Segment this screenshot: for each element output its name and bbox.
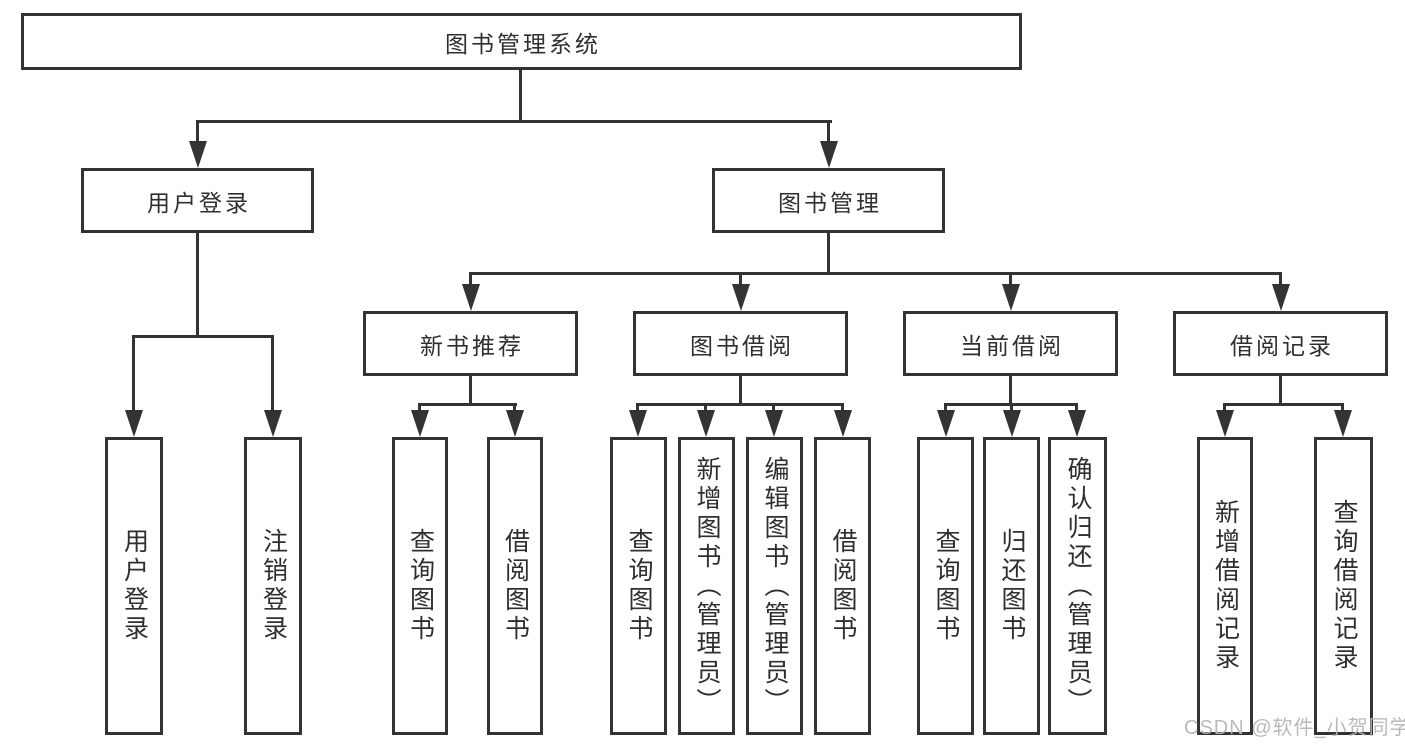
arrowhead-records-icon: [1272, 284, 1290, 311]
leaf-confirm-return-admin-label: 确认归还（管理员）: [1064, 455, 1092, 717]
connector-borrow-leaf2-drop: [704, 403, 707, 415]
leaf-return-book: 归还图书: [983, 437, 1040, 735]
arrowhead-user-login-icon: [189, 141, 207, 168]
arrowhead-borrow-leaf3-icon: [765, 410, 783, 437]
connector-login-rail: [132, 335, 274, 338]
connector-recommend-stem: [469, 376, 472, 406]
leaf-recommend-borrow-book: 借阅图书: [487, 437, 543, 735]
arrowhead-recommend-leaf2-icon: [506, 410, 524, 437]
leaf-borrow-book-label: 借阅图书: [829, 528, 857, 644]
connector-current-stem: [1009, 376, 1012, 406]
connector-recommend-rail: [418, 403, 517, 406]
arrowhead-current-leaf1-icon: [937, 410, 955, 437]
leaf-borrow-query-book: 查询图书: [610, 437, 667, 735]
arrowhead-current-leaf2-icon: [1003, 410, 1021, 437]
connector-current-leaf1-drop: [944, 403, 947, 415]
arrowhead-leaf-logout-icon: [264, 410, 282, 437]
node-book-borrow: 图书借阅: [633, 311, 848, 376]
node-new-book-recommend: 新书推荐: [363, 311, 578, 376]
arrowhead-current-icon: [1002, 284, 1020, 311]
arrowhead-records-leaf1-icon: [1216, 410, 1234, 437]
connector-borrow-leaf4-drop: [841, 403, 844, 415]
leaf-user-login-label: 用户登录: [120, 528, 149, 644]
node-current-borrow: 当前借阅: [903, 311, 1118, 376]
connector-user-login-drop: [196, 120, 199, 146]
arrowhead-recommend-icon: [462, 284, 480, 311]
connector-current-leaf2-drop: [1010, 403, 1013, 415]
connector-records-leaf1-drop: [1223, 403, 1226, 415]
leaf-query-borrow-record-label: 查询借阅记录: [1330, 499, 1358, 673]
arrowhead-borrow-icon: [732, 284, 750, 311]
connector-borrow-drop: [739, 272, 742, 288]
leaf-logout-label: 注销登录: [259, 528, 288, 644]
connector-root-stem: [519, 70, 522, 122]
connector-borrow-leaf1-drop: [636, 403, 639, 415]
node-book-management-label: 图书管理: [778, 189, 882, 216]
leaf-confirm-return-admin: 确认归还（管理员）: [1048, 437, 1107, 735]
node-user-login-label: 用户登录: [147, 189, 251, 216]
connector-login-stem: [196, 233, 199, 337]
leaf-query-borrow-record: 查询借阅记录: [1314, 437, 1373, 735]
leaf-current-query-book: 查询图书: [917, 437, 974, 735]
root-node-label: 图书管理系统: [445, 30, 601, 57]
arrowhead-current-leaf3-icon: [1068, 410, 1086, 437]
arrowhead-borrow-leaf4-icon: [834, 410, 852, 437]
node-book-borrow-label: 图书借阅: [690, 332, 794, 359]
node-borrow-records-label: 借阅记录: [1230, 332, 1334, 359]
connector-borrow-rail: [636, 403, 844, 406]
connector-current-drop: [1009, 272, 1012, 288]
leaf-borrow-query-book-label: 查询图书: [625, 528, 653, 644]
connector-leaf-user-login-drop: [132, 335, 135, 415]
csdn-watermark: CSDN @软件_小贺同学: [1184, 717, 1405, 739]
root-node-library-management-system: 图书管理系统: [21, 13, 1022, 70]
leaf-current-query-book-label: 查询图书: [932, 528, 960, 644]
leaf-add-book-admin-label: 新增图书（管理员）: [693, 455, 721, 717]
node-current-borrow-label: 当前借阅: [960, 332, 1064, 359]
connector-current-leaf3-drop: [1075, 403, 1078, 415]
leaf-borrow-book: 借阅图书: [814, 437, 871, 735]
connector-leaf-logout-drop: [271, 335, 274, 415]
node-user-login: 用户登录: [81, 168, 314, 233]
leaf-add-borrow-record-label: 新增借阅记录: [1211, 499, 1240, 673]
node-new-book-recommend-label: 新书推荐: [420, 332, 524, 359]
arrowhead-leaf-user-login-icon: [125, 410, 143, 437]
arrowhead-borrow-leaf2-icon: [697, 410, 715, 437]
connector-records-drop: [1279, 272, 1282, 288]
connector-recommend-drop: [469, 272, 472, 288]
leaf-add-borrow-record: 新增借阅记录: [1197, 437, 1253, 735]
connector-records-stem: [1279, 376, 1282, 406]
connector-level2-rail: [196, 120, 832, 123]
leaf-return-book-label: 归还图书: [998, 528, 1026, 644]
node-borrow-records: 借阅记录: [1173, 311, 1388, 376]
connector-recommend-leaf1-drop: [418, 403, 421, 415]
arrowhead-borrow-leaf1-icon: [629, 410, 647, 437]
node-book-management: 图书管理: [712, 168, 945, 233]
leaf-edit-book-admin-label: 编辑图书（管理员）: [761, 455, 789, 717]
leaf-recommend-query-book-label: 查询图书: [406, 528, 435, 644]
leaf-user-login: 用户登录: [105, 437, 163, 735]
arrowhead-book-management-icon: [820, 141, 838, 168]
leaf-add-book-admin: 新增图书（管理员）: [678, 437, 735, 735]
leaf-logout: 注销登录: [244, 437, 302, 735]
leaf-recommend-query-book: 查询图书: [392, 437, 448, 735]
arrowhead-recommend-leaf1-icon: [411, 410, 429, 437]
connector-management-stem: [827, 233, 830, 275]
connector-level3-rail: [469, 272, 1282, 275]
connector-borrow-stem: [739, 376, 742, 406]
connector-records-leaf2-drop: [1341, 403, 1344, 415]
connector-records-rail: [1223, 403, 1344, 406]
leaf-recommend-borrow-book-label: 借阅图书: [501, 528, 530, 644]
connector-borrow-leaf3-drop: [772, 403, 775, 415]
arrowhead-records-leaf2-icon: [1334, 410, 1352, 437]
connector-recommend-leaf2-drop: [513, 403, 516, 415]
leaf-edit-book-admin: 编辑图书（管理员）: [746, 437, 803, 735]
connector-book-management-drop: [827, 120, 830, 146]
